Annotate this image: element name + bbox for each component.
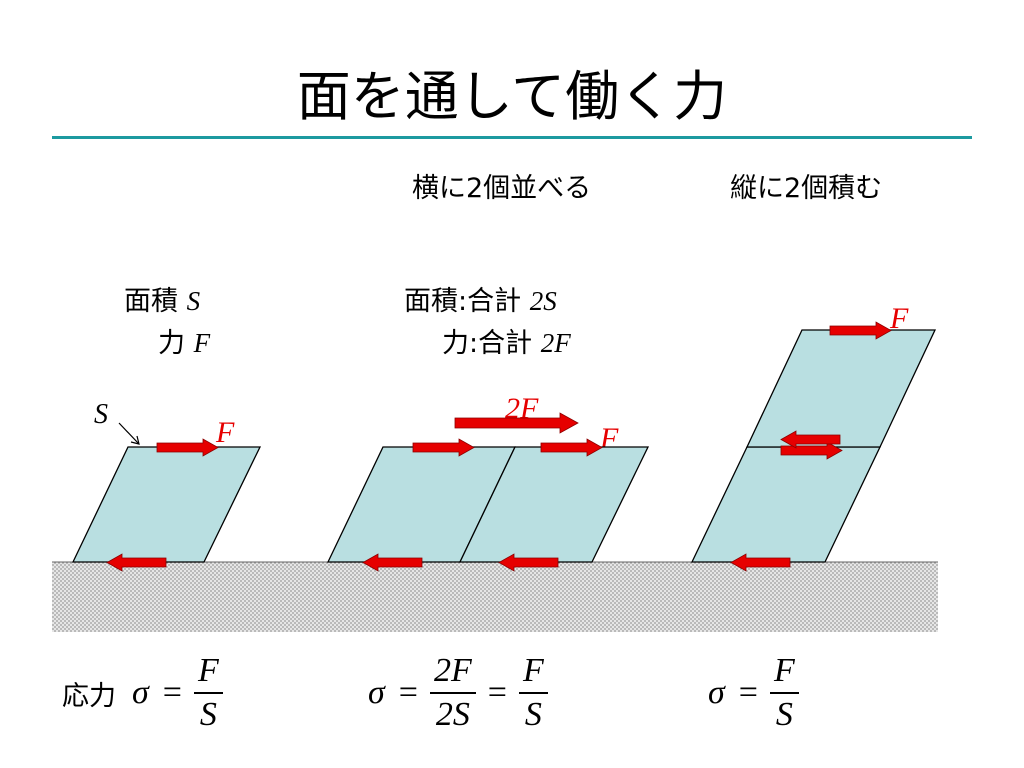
equation-single: 応力 σ = F S — [62, 643, 227, 743]
header-stacked: 縦に2個積む — [730, 173, 883, 204]
stack-block-lower — [690, 446, 882, 563]
fraction-bar — [429, 692, 476, 694]
double-force-value: 2F — [540, 328, 571, 358]
stress-label: 応力 — [62, 680, 116, 712]
single-force-symbol: F — [193, 328, 211, 358]
arrow-double-right-bottom — [498, 553, 559, 572]
fraction-f-over-s: F S — [193, 650, 223, 736]
arrow-single-top — [156, 438, 219, 457]
arrow-double-total — [454, 412, 579, 434]
single-force-label: 力 F — [158, 326, 210, 361]
surface-s-label: S — [94, 399, 108, 430]
single-force-text: 力 — [158, 328, 185, 359]
fraction-numerator: F — [773, 652, 795, 689]
fraction-f-over-s: F S — [769, 650, 799, 736]
double-area-text: 面積:合計 — [404, 286, 522, 317]
equals-sign: = — [487, 674, 507, 711]
sigma-symbol: σ — [708, 674, 725, 711]
arrow-single-bottom — [106, 553, 167, 572]
fraction-bar — [769, 692, 799, 694]
sigma-symbol: σ — [368, 674, 385, 711]
arrow-double-left-bottom — [362, 553, 423, 572]
surface-pointer-head — [130, 435, 140, 445]
equation-stacked: σ = F S — [702, 643, 803, 743]
ground — [52, 562, 938, 632]
equation-double: σ = 2F 2S = F S — [362, 643, 552, 743]
fraction-bar — [518, 692, 548, 694]
fraction-denominator: 2S — [435, 696, 470, 733]
arrow-double-left-top — [412, 438, 475, 457]
single-area-symbol: S — [186, 286, 201, 316]
force-label-single-top: F — [216, 416, 235, 449]
force-label-stack-top: F — [890, 302, 909, 335]
surface-pointer — [118, 422, 140, 445]
single-area-text: 面積 — [124, 286, 178, 317]
arrow-double-right-top — [540, 438, 603, 457]
fraction-denominator: S — [199, 696, 217, 733]
fraction-denominator: S — [524, 696, 542, 733]
arrow-stack-bottom — [730, 553, 791, 572]
fraction-2f-over-2s: 2F 2S — [429, 650, 476, 736]
fraction-f-over-s: F S — [518, 650, 548, 736]
equals-sign: = — [162, 674, 182, 711]
double-area-value: 2S — [529, 286, 557, 316]
equals-sign: = — [398, 674, 418, 711]
single-area-label: 面積 S — [124, 284, 200, 319]
sigma-symbol: σ — [132, 674, 149, 711]
fraction-numerator: 2F — [433, 652, 472, 689]
slide-title: 面を通して働く力 — [296, 65, 728, 128]
fraction-bar — [193, 692, 223, 694]
fraction-numerator: F — [197, 652, 219, 689]
equals-sign: = — [738, 674, 758, 711]
title-divider — [52, 136, 972, 139]
fraction-denominator: S — [775, 696, 793, 733]
force-label-double-right: F — [600, 422, 619, 455]
single-block — [71, 446, 262, 563]
arrow-stack-middle-left — [780, 430, 841, 449]
double-area-label: 面積:合計 2S — [404, 284, 557, 319]
fraction-numerator: F — [522, 652, 544, 689]
arrow-stack-top — [829, 321, 892, 340]
double-force-label: 力:合計 2F — [442, 326, 571, 361]
stack-block-upper — [745, 329, 937, 448]
header-side-by-side: 横に2個並べる — [412, 173, 592, 204]
double-force-text: 力:合計 — [442, 328, 533, 359]
